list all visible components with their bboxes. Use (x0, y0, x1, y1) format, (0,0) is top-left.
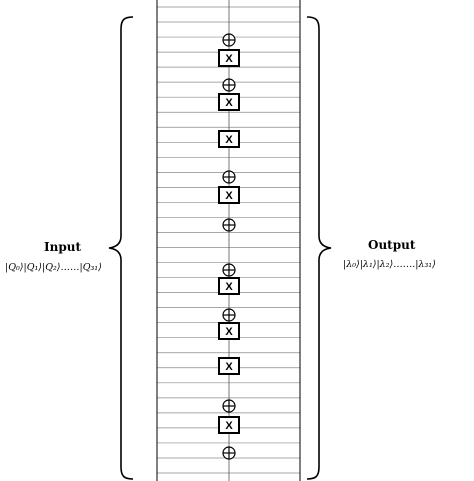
x-gate-label: X (225, 190, 233, 202)
x-gate-label: X (225, 134, 233, 146)
x-gate: X (218, 357, 240, 375)
cnot-target-symbol (222, 446, 236, 460)
gate-column: X X X X X X X X (218, 33, 240, 460)
x-gate-label: X (225, 53, 233, 65)
x-gate-label: X (225, 326, 233, 338)
cnot-target-symbol (222, 78, 236, 92)
cnot-target-symbol (222, 263, 236, 277)
cnot-target-symbol (222, 399, 236, 413)
x-gate: X (218, 186, 240, 204)
x-gate-label: X (225, 281, 233, 293)
x-gate: X (218, 130, 240, 148)
cnot-target-symbol (222, 33, 236, 47)
cnot-target-symbol (222, 218, 236, 232)
cnot-target-symbol (222, 170, 236, 184)
input-title: Input (44, 240, 81, 254)
output-brace (306, 16, 332, 480)
output-title: Output (368, 238, 416, 252)
input-kets: |Q₀⟩|Q₁⟩|Q₂⟩……|Q₃₁⟩ (5, 262, 102, 273)
input-brace (108, 16, 134, 480)
x-gate-label: X (225, 361, 233, 373)
x-gate-label: X (225, 420, 233, 432)
cnot-target-symbol (222, 308, 236, 322)
x-gate-label: X (225, 97, 233, 109)
x-gate: X (218, 277, 240, 295)
output-kets: |λ₀⟩|λ₁⟩|λ₂⟩…….|λ₃₁⟩ (343, 259, 436, 270)
x-gate: X (218, 49, 240, 67)
x-gate: X (218, 322, 240, 340)
x-gate: X (218, 93, 240, 111)
x-gate: X (218, 416, 240, 434)
